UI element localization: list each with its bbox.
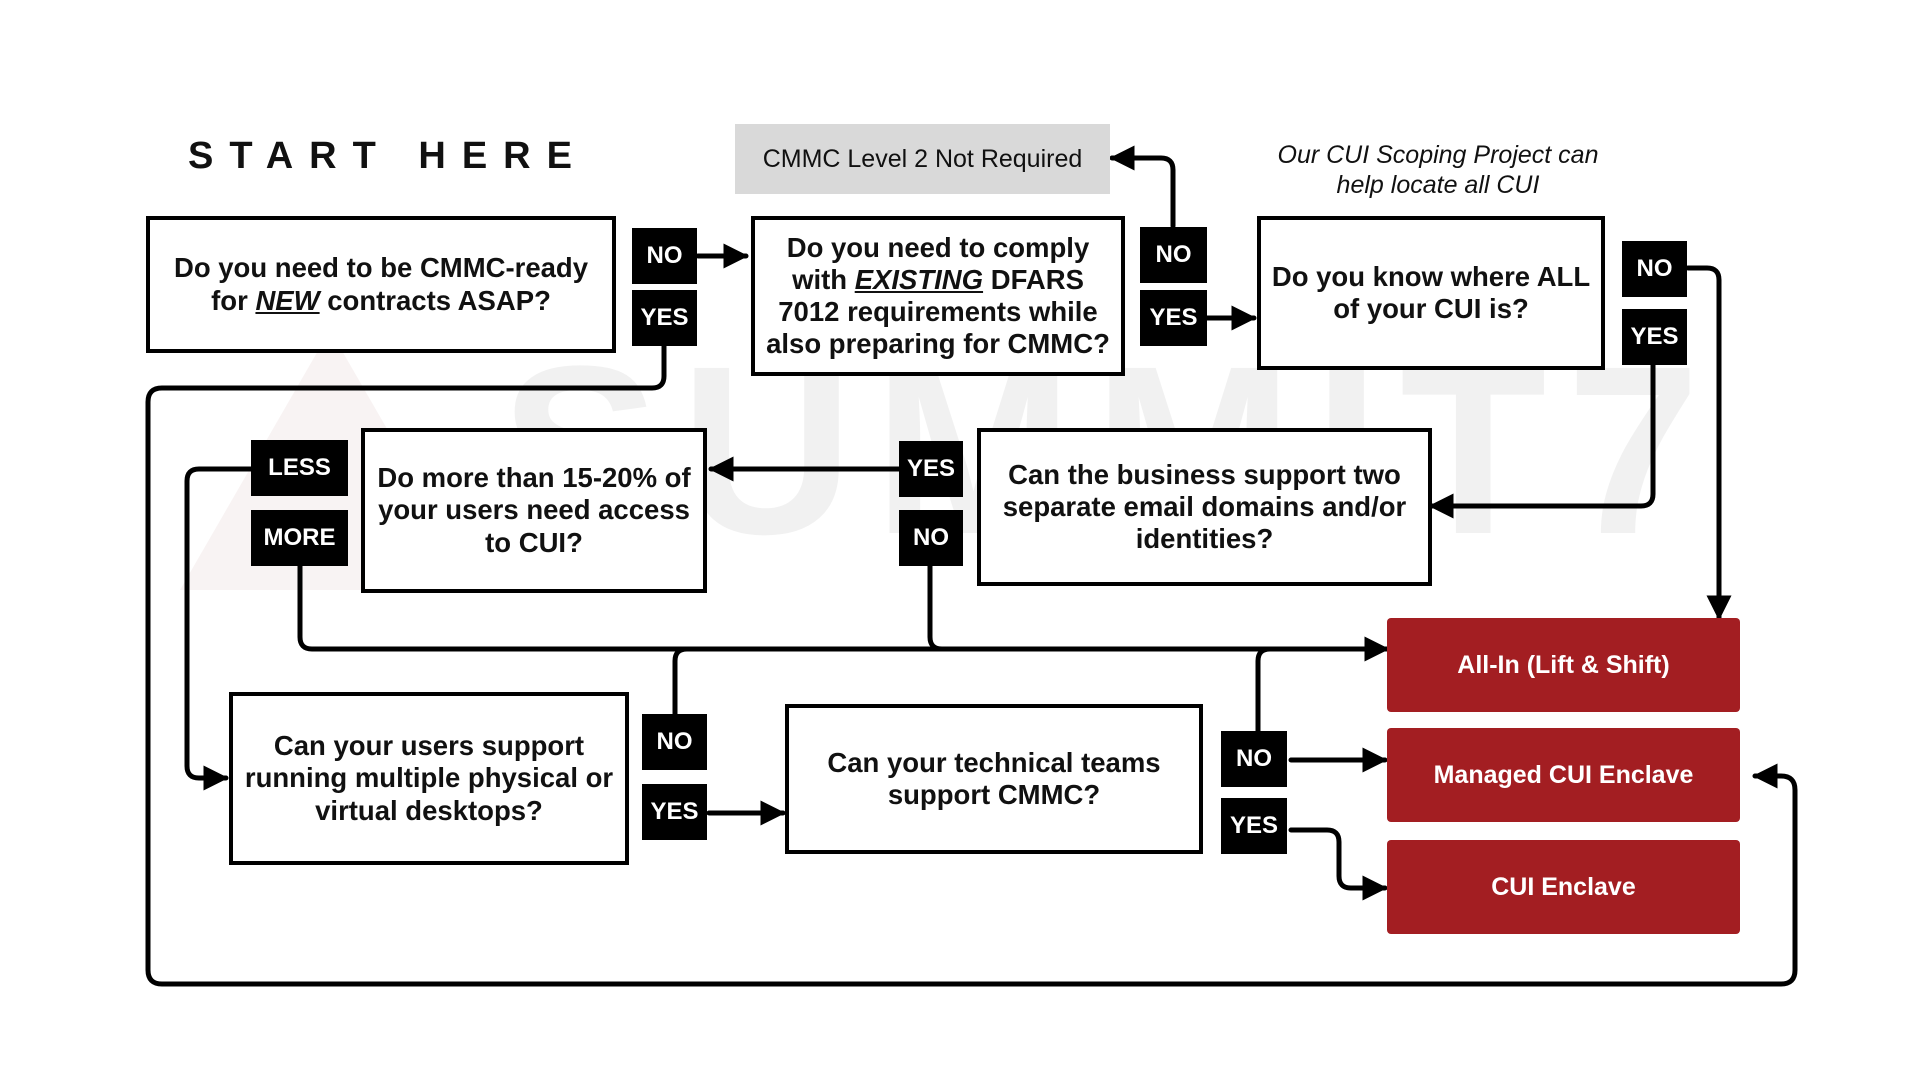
q7-line-1: Can your technical teams <box>827 746 1161 778</box>
question-technical-teams-support: Can your technical teams support CMMC? <box>785 704 1203 854</box>
q2-line-3: 7012 requirements while <box>778 296 1098 327</box>
question-multiple-desktops: Can your users support running multiple … <box>229 692 629 865</box>
start-here-label: START HERE <box>188 135 588 177</box>
arrow-q3-no-to-all-in <box>1685 265 1732 621</box>
q5-line-1: Do more than 15-20% of <box>377 462 691 494</box>
q4-no-tag: NO <box>899 510 963 566</box>
q4-line-2: separate email domains and/or <box>1002 490 1407 522</box>
line-q6-no <box>672 646 690 717</box>
q6-yes-tag: YES <box>642 784 707 840</box>
arrow-q7-yes-to-enclave <box>1288 827 1388 901</box>
q5-line-3: to CUI? <box>485 526 583 558</box>
q4-yes-tag: YES <box>899 441 963 497</box>
q3-yes-tag: YES <box>1622 309 1687 365</box>
q6-no-tag: NO <box>642 714 707 770</box>
q2-line-2: with EXISTING DFARS <box>792 263 1084 295</box>
line-q7-no <box>1255 646 1273 738</box>
outcome-cui-enclave: CUI Enclave <box>1387 840 1740 934</box>
note-line-2: help locate all CUI <box>1336 171 1540 199</box>
q4-line-3: identities? <box>1135 523 1274 555</box>
arrow-q2-no-to-not-required <box>1109 145 1176 229</box>
q2-line-1: Do you need to comply <box>786 231 1090 263</box>
arrow-q1-yes-loop-to-managed <box>145 341 1798 987</box>
question-users-need-cui-access: Do more than 15-20% of your users need a… <box>361 428 707 593</box>
note-line-1: Our CUI Scoping Project can <box>1277 141 1599 169</box>
question-cmmc-ready-new-contracts: Do you need to be CMMC-ready for NEW con… <box>146 216 616 353</box>
q5-more-tag: MORE <box>251 510 348 566</box>
q7-line-2: support CMMC? <box>887 779 1101 810</box>
question-comply-existing-dfars: Do you need to comply with EXISTING DFAR… <box>751 216 1125 376</box>
q6-line-3: virtual desktops? <box>315 794 543 826</box>
q2-no-tag: NO <box>1140 227 1207 283</box>
scoping-project-note: Our CUI Scoping Project can help locate … <box>1248 140 1628 200</box>
q3-no-tag: NO <box>1622 241 1687 297</box>
q6-line-1: Can your users support <box>273 730 585 762</box>
q5-less-tag: LESS <box>251 440 348 496</box>
q2-line-4: also preparing for CMMC? <box>766 328 1110 360</box>
outcome-all-in: All-In (Lift & Shift) <box>1387 618 1740 712</box>
q7-no-tag: NO <box>1221 731 1287 787</box>
q7-yes-tag: YES <box>1221 798 1287 854</box>
q5-line-2: your users need access <box>378 494 690 526</box>
line-q4-no <box>927 563 945 652</box>
q1-yes-tag: YES <box>632 290 697 346</box>
q1-line-1: Do you need to be CMMC-ready <box>173 252 589 284</box>
question-two-email-domains: Can the business support two separate em… <box>977 428 1432 586</box>
q4-line-1: Can the business support two <box>1008 458 1401 490</box>
question-know-where-cui: Do you know where ALL of your CUI is? <box>1257 216 1605 370</box>
q2-emphasis: EXISTING <box>854 263 984 295</box>
not-required-outcome: CMMC Level 2 Not Required <box>735 124 1110 194</box>
q1-line-2: for NEW contracts ASAP? <box>211 284 551 316</box>
outcome-managed-cui-enclave: Managed CUI Enclave <box>1387 728 1740 822</box>
q2-yes-tag: YES <box>1140 290 1207 346</box>
q1-no-tag: NO <box>632 228 697 284</box>
q3-line-1: Do you know where ALL <box>1271 260 1591 292</box>
q3-line-2: of your CUI is? <box>1333 293 1529 324</box>
q1-emphasis: NEW <box>255 284 320 316</box>
q6-line-2: running multiple physical or <box>244 762 614 794</box>
arrow-more-to-all-in <box>297 563 1390 662</box>
arrow-q3-yes-to-q4 <box>1428 355 1656 519</box>
arrow-less-to-q6 <box>184 466 254 791</box>
